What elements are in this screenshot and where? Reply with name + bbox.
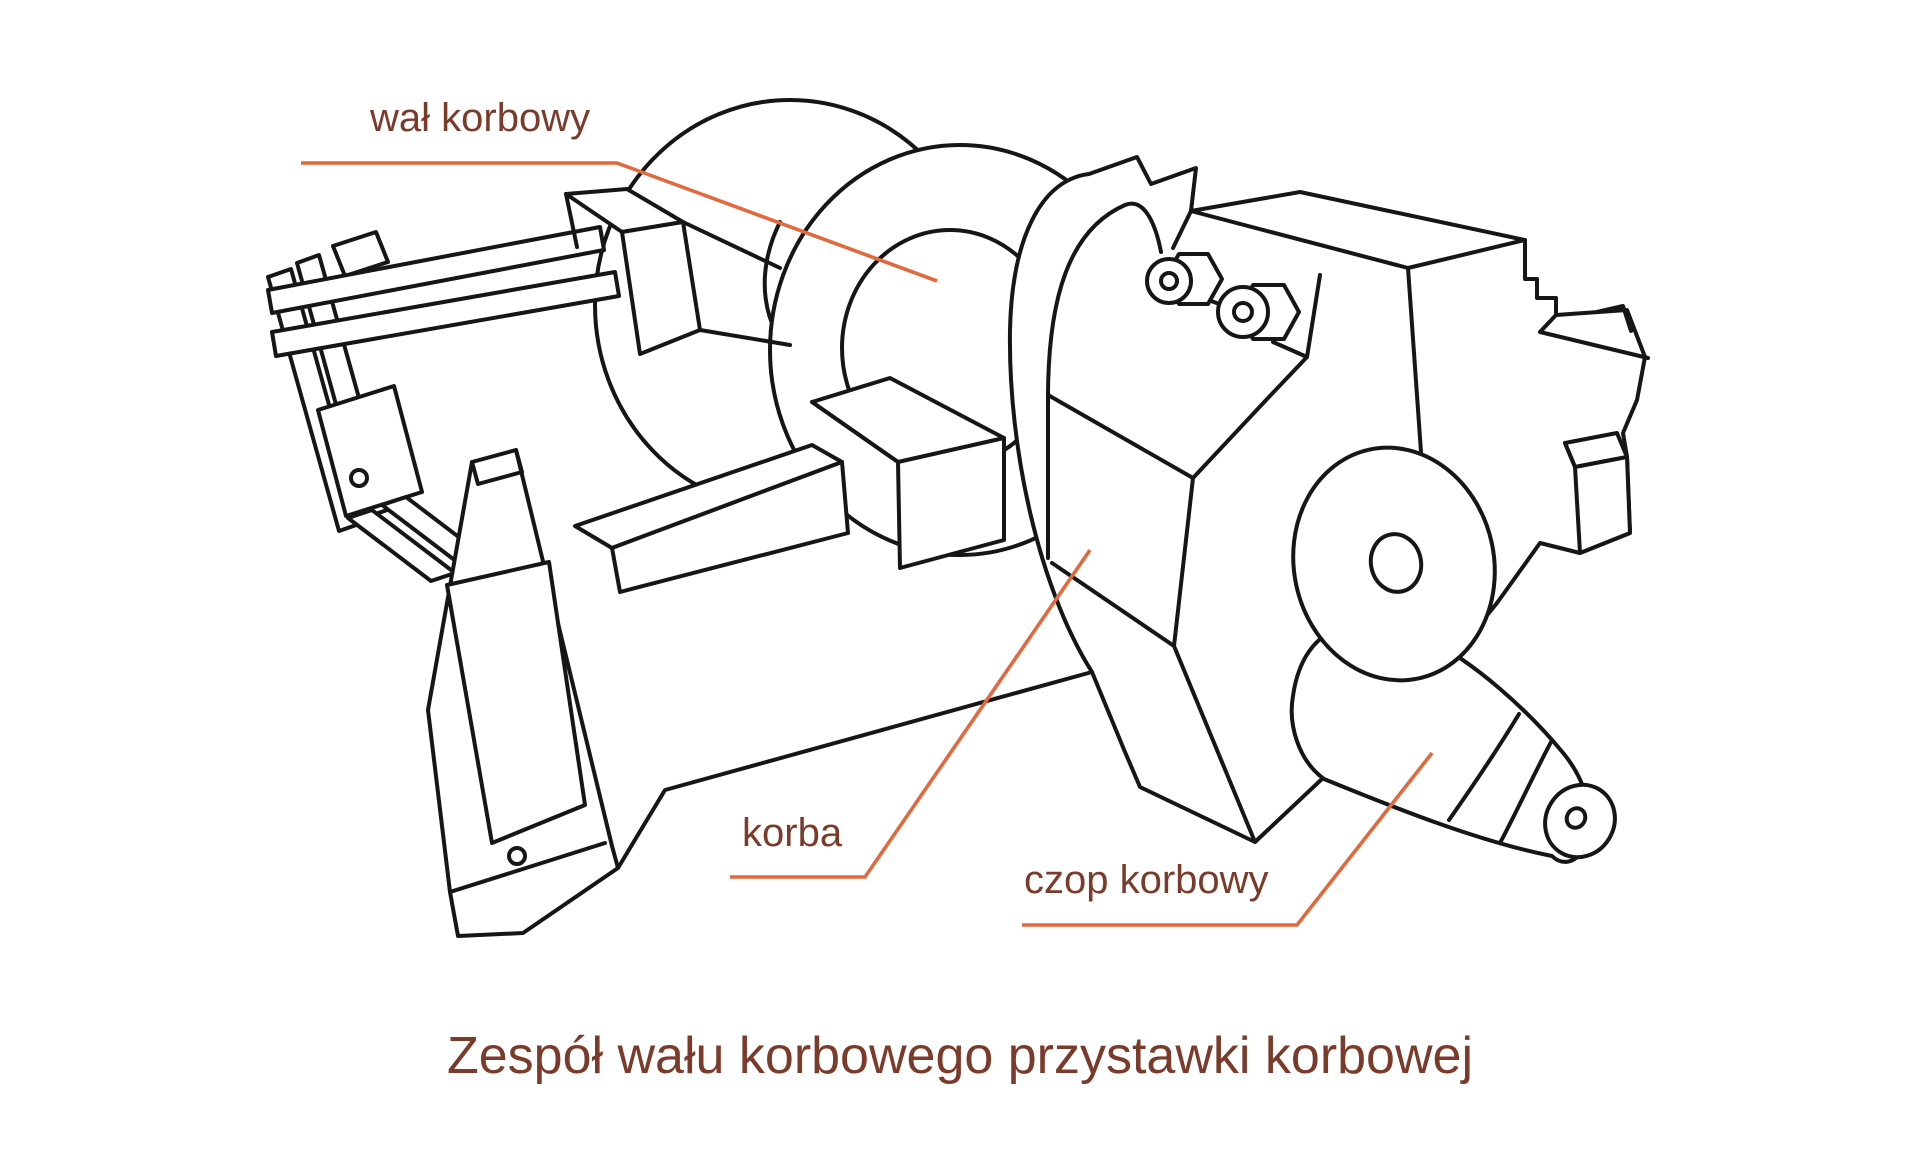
rear-pedestal-edge [564,192,579,249]
frame-back-leg-plate [316,384,424,518]
bolts [1145,252,1301,341]
bolt-hole [1159,271,1179,291]
bracket-front [1573,455,1632,555]
crank-pin-band [1447,712,1521,822]
figure-caption: Zespół wału korbowego przystawki korbowe… [446,1027,1473,1085]
cross-beam-front [610,460,850,594]
front-leg-window [445,560,587,845]
frame-base [266,187,1094,938]
housing-disc-face [1291,445,1497,683]
front-leg-cap [470,448,524,486]
housing-corner-edge [1171,209,1193,250]
housing-front-face-edges [1046,393,1257,844]
crank-web-inner-curve [1046,201,1163,560]
label-korba: korba [742,811,843,855]
bracket-edge [1563,441,1577,469]
bolt-washer [1145,257,1193,305]
frame-hole [349,468,369,488]
leader-line-korba [730,548,1092,879]
ledge-notch [1595,304,1633,333]
leader-lines [301,161,1434,927]
crank-pin-tip [1543,782,1617,860]
rail-continuation [681,220,782,270]
label-czop-korbowy: czop korbowy [1024,858,1269,902]
front-leg-foot-edge [448,841,607,894]
frame-hole [507,846,527,866]
mid-pedestal-edges [810,400,1006,464]
frame-rail [270,270,621,358]
bolt-hole [1232,301,1254,323]
frame-bottom-edge [616,670,1094,870]
housing-disc-hole [1368,532,1424,594]
frame-back-leg-cap [331,230,390,278]
crank-pin-band [1498,740,1553,845]
leader-line-wal-korbowy [301,161,938,283]
rail-continuation [698,328,792,347]
leader-line-czop-korbowy [1022,751,1434,927]
crank-pin-tip-hole [1564,806,1588,830]
label-wal-korbowy: wał korbowy [370,96,591,140]
bolt-washer [1216,285,1270,339]
housing-facet-edges [1191,273,1322,480]
housing-top-face-edges [1189,209,1527,454]
frame-rail [266,225,606,315]
ledge-underside [1538,313,1650,360]
